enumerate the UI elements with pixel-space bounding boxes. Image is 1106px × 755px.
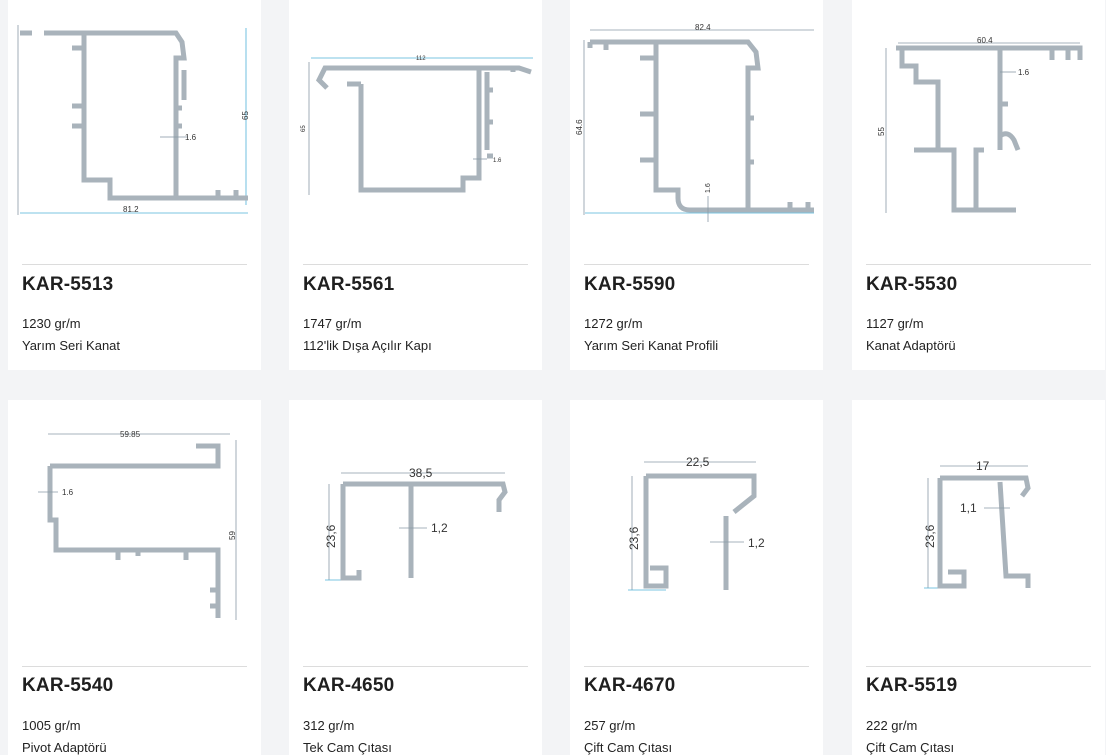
dimension-label: 64.6 [575,119,584,135]
product-name: Kanat Adaptörü [866,338,956,353]
product-weight: 1127 gr/m [866,316,924,331]
dimension-label: 1.6 [62,488,74,497]
dimension-label: 1.6 [1018,68,1030,77]
product-code[interactable]: KAR-5561 [303,274,395,295]
dimension-label: 1,2 [431,521,448,535]
dimension-label: 59 [228,531,237,540]
product-card[interactable]: 1,1 17 23,6 KAR-5519 222 gr/m Çift Cam Ç… [852,400,1105,755]
product-code[interactable]: KAR-4650 [303,675,395,696]
product-code[interactable]: KAR-5590 [584,274,676,295]
card-divider [584,666,809,667]
product-name: Pivot Adaptörü [22,740,107,755]
dimension-label: 59.85 [120,430,141,439]
card-divider [22,264,247,265]
profile-drawing: 1,2 38,5 23,6 [289,400,542,655]
product-code[interactable]: KAR-5540 [22,675,114,696]
dimension-label: 23,6 [627,526,641,550]
profile-drawing: 1,1 17 23,6 [852,400,1105,655]
dimension-label: 65 [301,125,307,132]
dimension-label: 1.6 [493,158,502,164]
product-code[interactable]: KAR-5519 [866,675,958,696]
card-divider [866,264,1091,265]
product-name: Tek Cam Çıtası [303,740,392,755]
product-card[interactable]: 1.6 60.4 55 KAR-5530 1127 gr/m Kanat Ada… [852,0,1105,370]
card-divider [303,666,528,667]
dimension-label: 1.6 [185,133,197,142]
product-name: 112'lik Dışa Açılır Kapı [303,338,432,353]
product-card[interactable]: 1.6 82.4 64.6 KAR-5590 1272 gr/m Yarım S… [570,0,823,370]
dimension-label: 1,2 [748,536,765,550]
product-weight: 257 gr/m [584,718,636,733]
profile-drawing: 1.6 112 65 [289,0,542,255]
product-name: Çift Cam Çıtası [584,740,673,755]
card-divider [866,666,1091,667]
product-card[interactable]: 1,2 38,5 23,6 KAR-4650 312 gr/m Tek Cam … [289,400,542,755]
product-name: Yarım Seri Kanat Profili [584,338,719,353]
product-weight: 312 gr/m [303,718,355,733]
card-divider [22,666,247,667]
dimension-label: 65 [241,111,250,120]
product-weight: 1747 gr/m [303,316,362,331]
dimension-label: 112 [416,56,426,62]
dimension-label: 23,6 [923,524,937,548]
dimension-label: 60.4 [977,36,993,45]
product-weight: 1230 gr/m [22,316,81,331]
product-weight: 1005 gr/m [22,718,81,733]
dimension-label: 23,6 [324,524,338,548]
product-card[interactable]: 1.6 112 65 KAR-5561 1747 gr/m 112'lik Dı… [289,0,542,370]
dimension-label: 81.2 [123,205,139,214]
product-code[interactable]: KAR-5530 [866,274,958,295]
profile-drawing: 1.6 59.85 59 [8,400,261,655]
card-divider [303,264,528,265]
dimension-label: 38,5 [409,466,433,480]
profile-drawing: 1.6 60.4 55 [852,0,1105,255]
product-code[interactable]: KAR-4670 [584,675,676,696]
product-card[interactable]: 1,2 22,5 23,6 KAR-4670 257 gr/m Çift Cam… [570,400,823,755]
dimension-label: 82.4 [695,23,711,32]
product-card[interactable]: 1.6 81.2 65 KAR-5513 1230 gr/m Yarım Ser… [8,0,261,370]
profile-drawing: 1.6 82.4 64.6 [570,0,823,255]
card-divider [584,264,809,265]
product-card[interactable]: 1.6 59.85 59 KAR-5540 1005 gr/m Pivot Ad… [8,400,261,755]
product-weight: 1272 gr/m [584,316,643,331]
dimension-label: 55 [877,127,886,136]
dimension-label: 1.6 [705,183,712,193]
profile-drawing: 1.6 81.2 65 [8,0,261,255]
profile-drawing: 1,2 22,5 23,6 [570,400,823,655]
dimension-label: 1,1 [960,501,977,515]
product-name: Yarım Seri Kanat [22,338,121,353]
product-weight: 222 gr/m [866,718,918,733]
dimension-label: 22,5 [686,455,710,469]
product-name: Çift Cam Çıtası [866,740,955,755]
product-code[interactable]: KAR-5513 [22,274,114,295]
dimension-label: 17 [976,459,990,473]
